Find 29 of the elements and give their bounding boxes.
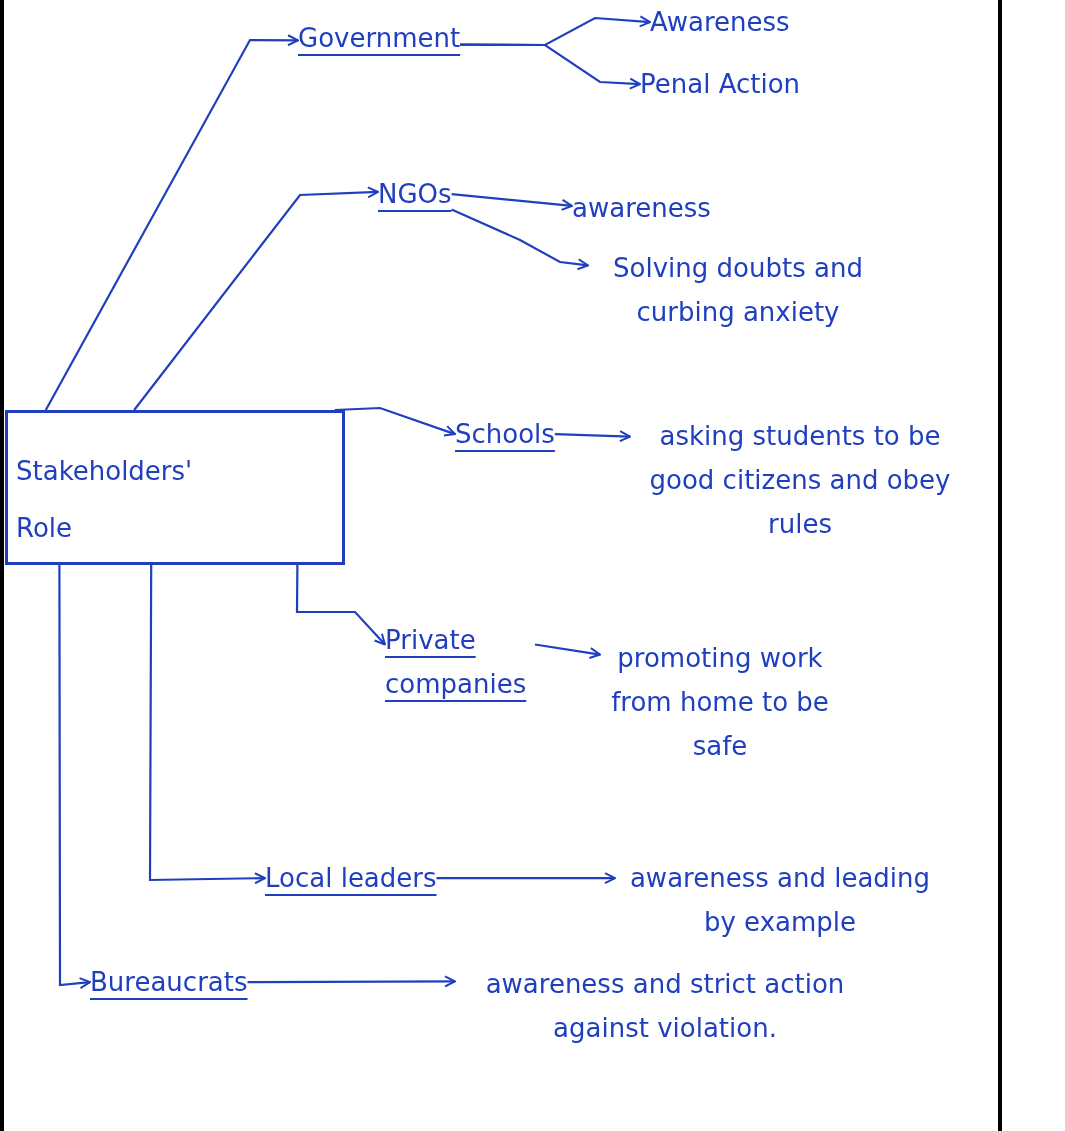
role-description: asking students to be good citizens and obey rules [648, 420, 952, 542]
stakeholder-label: Government [298, 22, 461, 55]
arrow [334, 406, 456, 437]
arrow [44, 34, 299, 411]
stakeholder-box [5, 410, 345, 565]
arrow [451, 208, 589, 271]
arrow [148, 565, 266, 885]
arrow [436, 872, 616, 885]
role-description: Awareness [650, 6, 790, 39]
stakeholder-label: Schools [455, 418, 555, 451]
stakeholder-label: Private companies [385, 624, 528, 702]
arrow [133, 186, 379, 411]
arrow [451, 193, 573, 211]
arrow [247, 975, 456, 988]
stakeholder-label: Bureaucrats [90, 966, 248, 999]
arrow [554, 430, 631, 443]
arrow [460, 43, 641, 90]
role-description: Penal Action [640, 68, 801, 101]
role-description: awareness and strict action against violation. [484, 968, 846, 1046]
arrow [58, 565, 91, 990]
box-title: Stakeholders' Role [16, 455, 194, 546]
stakeholder-label: Local leaders [265, 862, 437, 895]
role-description: promoting work from home to be safe [610, 642, 830, 764]
arrow [534, 643, 601, 659]
role-description: awareness [572, 192, 711, 225]
role-description: awareness and leading by example [628, 862, 932, 940]
arrow [295, 565, 386, 646]
role-description: Solving doubts and curbing anxiety [612, 252, 864, 330]
stakeholder-label: NGOs [378, 178, 452, 211]
